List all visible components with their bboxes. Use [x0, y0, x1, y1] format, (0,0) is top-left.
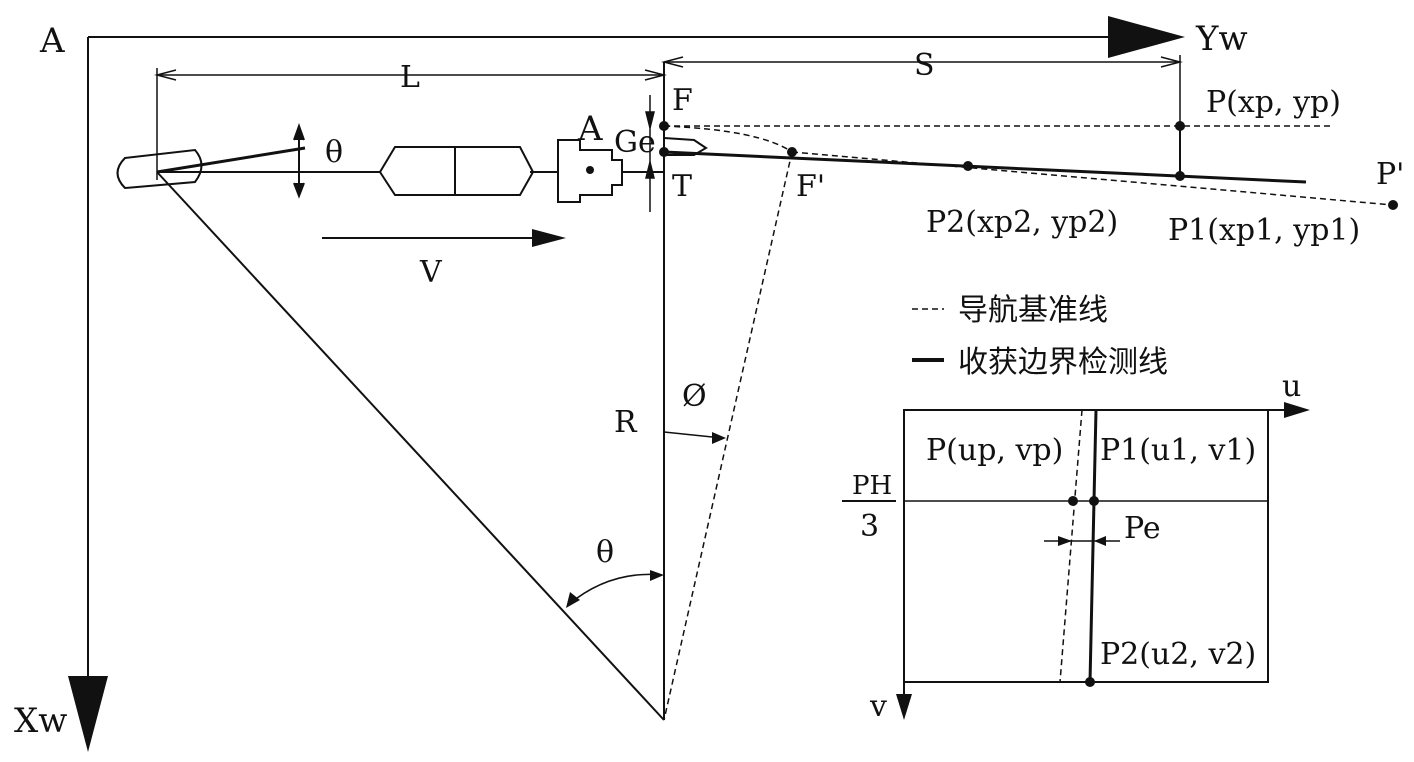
middle-body	[378, 146, 535, 196]
boundary-detection-line	[663, 150, 1307, 184]
point-label-p2: P2(xp2, yp2)	[926, 205, 1118, 240]
rear-pod	[116, 148, 203, 190]
legend-solid-label: 收获边界检测线	[958, 345, 1168, 380]
phi-label: Ø	[682, 379, 707, 414]
point-p-dot	[1175, 121, 1185, 131]
xw-axis-arrow	[68, 676, 108, 752]
point-f-prime-dot	[787, 147, 797, 157]
point-label-p: P(xp, yp)	[1206, 85, 1341, 120]
point-label-p1: P1(xp1, yp1)	[1168, 213, 1360, 248]
image-axis-label-u: u	[1282, 369, 1301, 404]
legend-dashed-label: 导航基准线	[958, 293, 1108, 328]
front-cutter-block	[557, 139, 623, 203]
image-point-label-p1: P1(u1, v1)	[1100, 433, 1256, 468]
v-axis-arrow	[896, 694, 912, 720]
yw-axis-arrow	[1108, 16, 1185, 58]
velocity-arrow-head	[532, 229, 566, 247]
turning-radius-line	[156, 171, 665, 721]
world-axes	[87, 36, 1140, 700]
phi-arrow-head	[712, 432, 726, 444]
image-navigation-line	[1059, 409, 1083, 683]
dimension-label-s: S	[914, 48, 935, 83]
theta-arc-bottom	[567, 573, 663, 606]
point-label-p-prime: P'	[1376, 157, 1404, 192]
ge-marker	[645, 95, 655, 212]
point-p2-dot	[963, 161, 973, 171]
theta-arc-arrow-start	[650, 570, 664, 581]
dimension-label-l: L	[400, 60, 420, 95]
harvester-vehicle	[116, 123, 708, 203]
theta-label-bottom: θ	[596, 535, 614, 570]
image-axis-label-v: v	[869, 689, 887, 724]
image-pe-label: Pe	[1124, 511, 1161, 546]
image-point-label-p: P(up, vp)	[926, 433, 1063, 468]
axis-label-xw: Xw	[14, 701, 67, 741]
legend: 导航基准线 收获边界检测线	[912, 293, 1168, 380]
radius-label: R	[614, 405, 638, 440]
theta-label-top: θ	[325, 135, 343, 170]
velocity-label: V	[419, 255, 443, 290]
axis-label-yw: Yw	[1195, 19, 1248, 59]
point-p-prime-dot	[1388, 200, 1398, 210]
ge-label: Ge	[614, 125, 656, 160]
u-axis-arrow	[1284, 402, 1310, 418]
pe-arrow-left	[1058, 536, 1072, 546]
point-a-dot	[586, 166, 594, 174]
pe-arrow-right	[1094, 536, 1106, 546]
point-label-t: T	[672, 169, 692, 204]
theta-arc-arrow-end	[566, 592, 580, 608]
corner-label-a: A	[39, 21, 65, 61]
image-point-label-p2: P2(u2, v2)	[1100, 637, 1256, 672]
point-p1-dot	[1175, 171, 1185, 181]
navigation-reference-lines	[663, 125, 1394, 721]
image-point-p1-dot	[1089, 496, 1099, 506]
ph-denominator: 3	[860, 509, 879, 544]
point-label-f-prime: F'	[796, 169, 825, 204]
machine-label-a: A	[577, 109, 603, 149]
image-detection-line	[1088, 409, 1098, 683]
image-point-p2-dot	[1085, 677, 1095, 687]
ph-numerator: PH	[852, 471, 892, 501]
point-label-f: F	[672, 83, 693, 118]
image-point-p-dot	[1068, 496, 1078, 506]
